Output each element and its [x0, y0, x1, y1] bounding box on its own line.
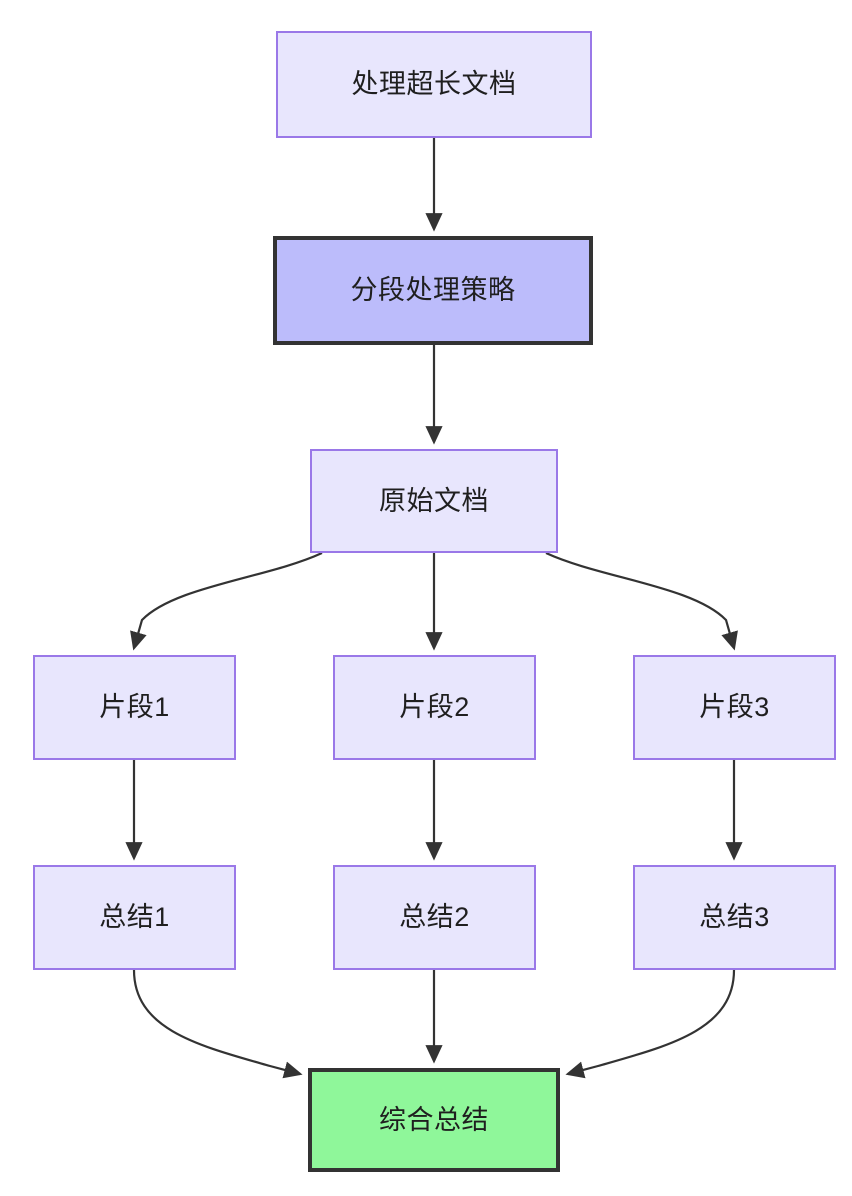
node-fragment-3[interactable]: 片段3 — [633, 655, 836, 760]
node-label: 总结1 — [99, 902, 170, 933]
node-label: 处理超长文档 — [351, 69, 517, 100]
node-fragment-2[interactable]: 片段2 — [333, 655, 536, 760]
node-label: 片段1 — [99, 692, 170, 723]
node-summary-1[interactable]: 总结1 — [33, 865, 236, 970]
node-summary-3[interactable]: 总结3 — [633, 865, 836, 970]
node-label: 片段2 — [399, 692, 470, 723]
edge-source-document-to-fragment-1 — [130, 552, 323, 651]
node-label: 总结2 — [399, 902, 470, 933]
node-chunk-strategy[interactable]: 分段处理策略 — [273, 236, 593, 345]
node-long-document[interactable]: 处理超长文档 — [276, 31, 592, 138]
node-label: 原始文档 — [379, 485, 489, 516]
node-label: 综合总结 — [379, 1104, 489, 1135]
node-final-summary[interactable]: 综合总结 — [308, 1068, 560, 1172]
node-label: 分段处理策略 — [350, 275, 516, 306]
edge-summary-1-to-final-summary — [132, 969, 303, 1079]
node-label: 片段3 — [699, 692, 770, 723]
node-source-document[interactable]: 原始文档 — [310, 449, 558, 553]
node-fragment-1[interactable]: 片段1 — [33, 655, 236, 760]
edge-summary-3-to-final-summary — [565, 969, 736, 1079]
edge-source-document-to-fragment-3 — [545, 552, 738, 651]
node-label: 总结3 — [699, 902, 770, 933]
node-summary-2[interactable]: 总结2 — [333, 865, 536, 970]
